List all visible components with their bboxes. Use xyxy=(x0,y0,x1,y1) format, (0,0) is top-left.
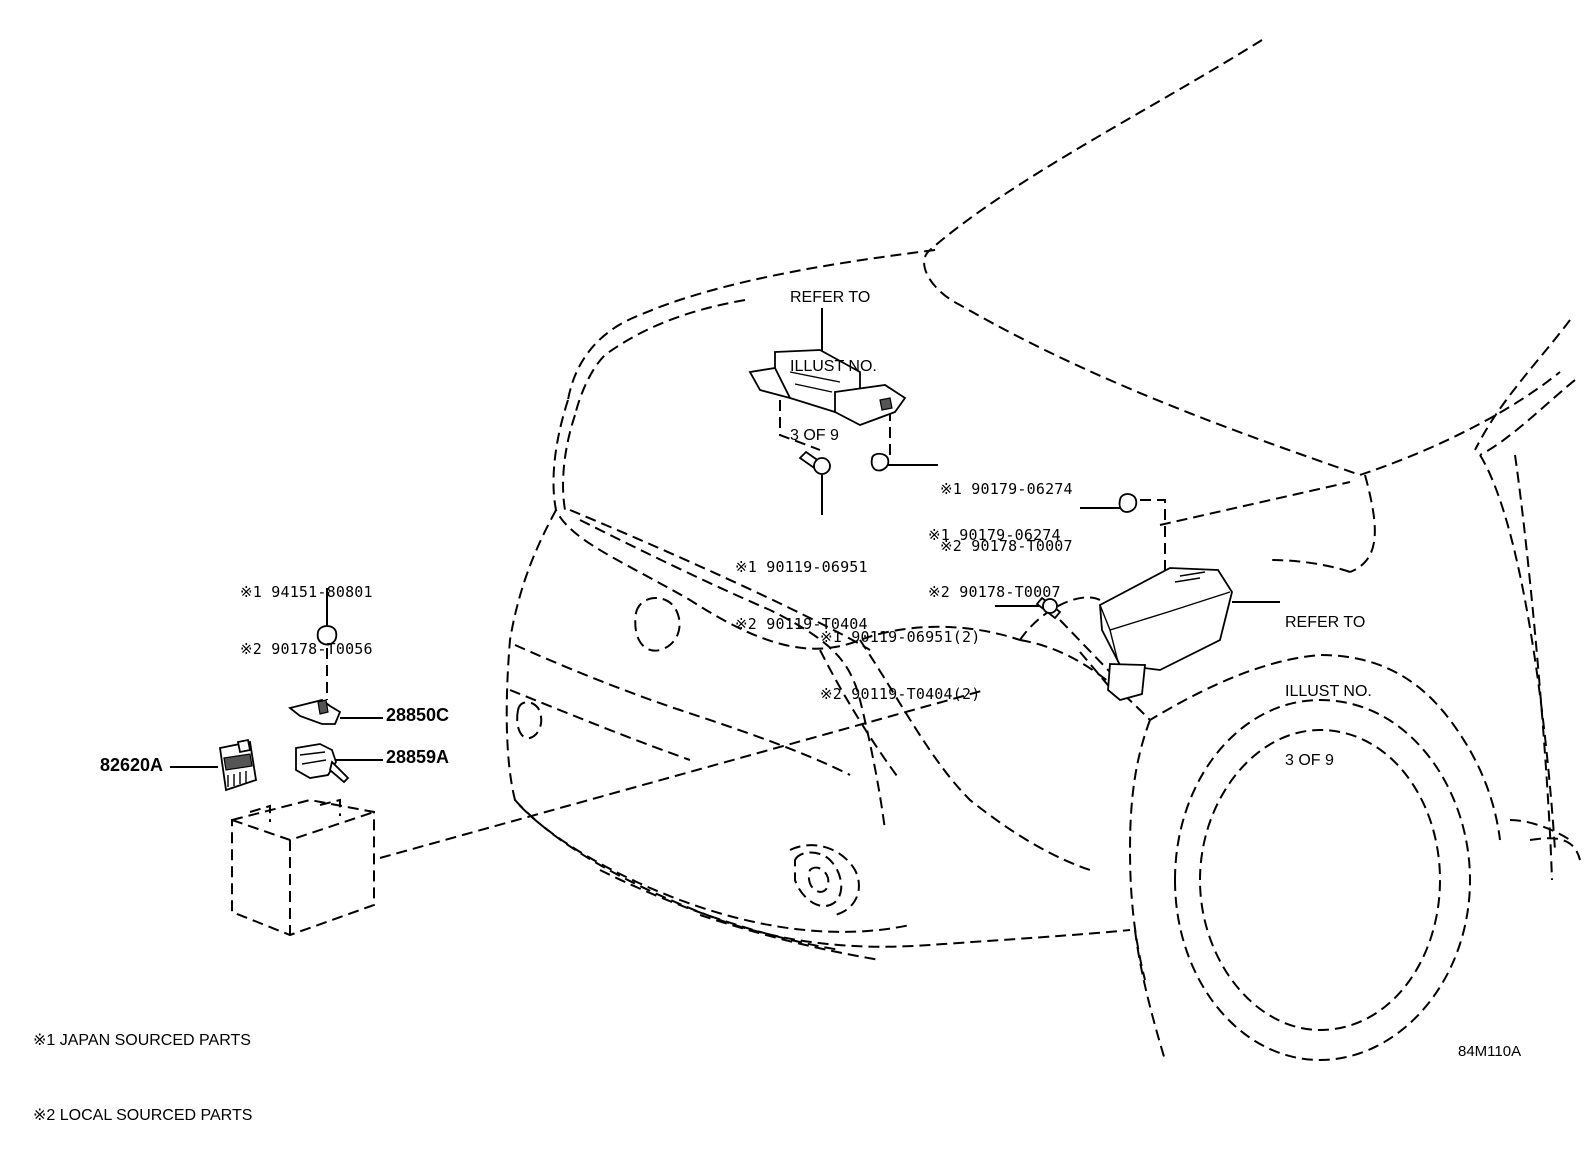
bolt-top xyxy=(798,450,831,475)
callout-nut-top: ※1 90179-06274 ※2 90178-T0007 xyxy=(940,442,1073,575)
illustration-code: 84M110A xyxy=(1458,1043,1522,1060)
junction-block-right xyxy=(1099,567,1233,701)
parts-diagram xyxy=(170,39,1581,1062)
callout-nut-right: ※1 90179-06274 ※2 90178-T0007 xyxy=(928,488,1061,621)
refer-top-line3: 3 OF 9 xyxy=(790,427,839,444)
callout-nut-top-line2: ※2 90178-T0007 xyxy=(940,537,1073,555)
callout-bolt-top-line1: ※1 90119-06951 xyxy=(735,558,868,576)
callout-bolt-right-line1: ※1 90119-06951(2) xyxy=(820,628,981,646)
callout-bolt-right-line2: ※2 90119-T0404(2) xyxy=(820,685,981,703)
legend: ※1 JAPAN SOURCED PARTS ※2 LOCAL SOURCED … xyxy=(33,978,252,1153)
callout-battery-nut: ※1 94151-80801 ※2 90178-T0056 xyxy=(240,545,373,678)
vehicle-outline xyxy=(505,39,1581,1062)
callout-battery-nut-line2: ※2 90178-T0056 xyxy=(240,640,373,658)
callout-bolt-top-line2: ※2 90119-T0404 xyxy=(735,615,868,633)
relay-block-top xyxy=(748,349,907,426)
refer-right-line2: ILLUST NO. xyxy=(1285,683,1372,700)
leader-lines xyxy=(170,308,1351,859)
nut-right xyxy=(1118,493,1138,513)
legend-note-2: ※2 LOCAL SOURCED PARTS xyxy=(33,1107,253,1124)
callout-bolt-top: ※1 90119-06951 ※2 90119-T0404 xyxy=(735,520,868,653)
refer-right-line1: REFER TO xyxy=(1285,614,1366,631)
clamp-28850C xyxy=(288,699,342,725)
callout-nut-top-line1: ※1 90179-06274 xyxy=(940,480,1073,498)
fuse-block-82620A xyxy=(218,738,258,792)
part-number-28850C: 28850C xyxy=(386,705,450,725)
refer-right-label: REFER TO ILLUST NO. 3 OF 9 xyxy=(1285,565,1372,795)
battery-nut xyxy=(316,625,338,646)
refer-top-label: REFER TO ILLUST NO. 3 OF 9 xyxy=(790,240,877,470)
callout-battery-nut-line1: ※1 94151-80801 xyxy=(240,583,373,601)
refer-right-line3: 3 OF 9 xyxy=(1285,752,1334,769)
callout-nut-right-line1: ※1 90179-06274 xyxy=(928,526,1061,544)
refer-top-line2: ILLUST NO. xyxy=(790,358,877,375)
bolt-right xyxy=(1035,596,1062,620)
battery xyxy=(231,798,375,937)
nut-top xyxy=(870,452,890,472)
legend-note-1: ※1 JAPAN SOURCED PARTS xyxy=(33,1032,251,1049)
callout-bolt-right: ※1 90119-06951(2) ※2 90119-T0404(2) xyxy=(820,590,980,723)
callout-nut-right-line2: ※2 90178-T0007 xyxy=(928,583,1061,601)
part-number-28859A: 28859A xyxy=(386,747,450,767)
part-number-82620A: 82620A xyxy=(100,755,164,775)
refer-top-line1: REFER TO xyxy=(790,289,871,306)
terminal-28859A xyxy=(295,743,350,784)
